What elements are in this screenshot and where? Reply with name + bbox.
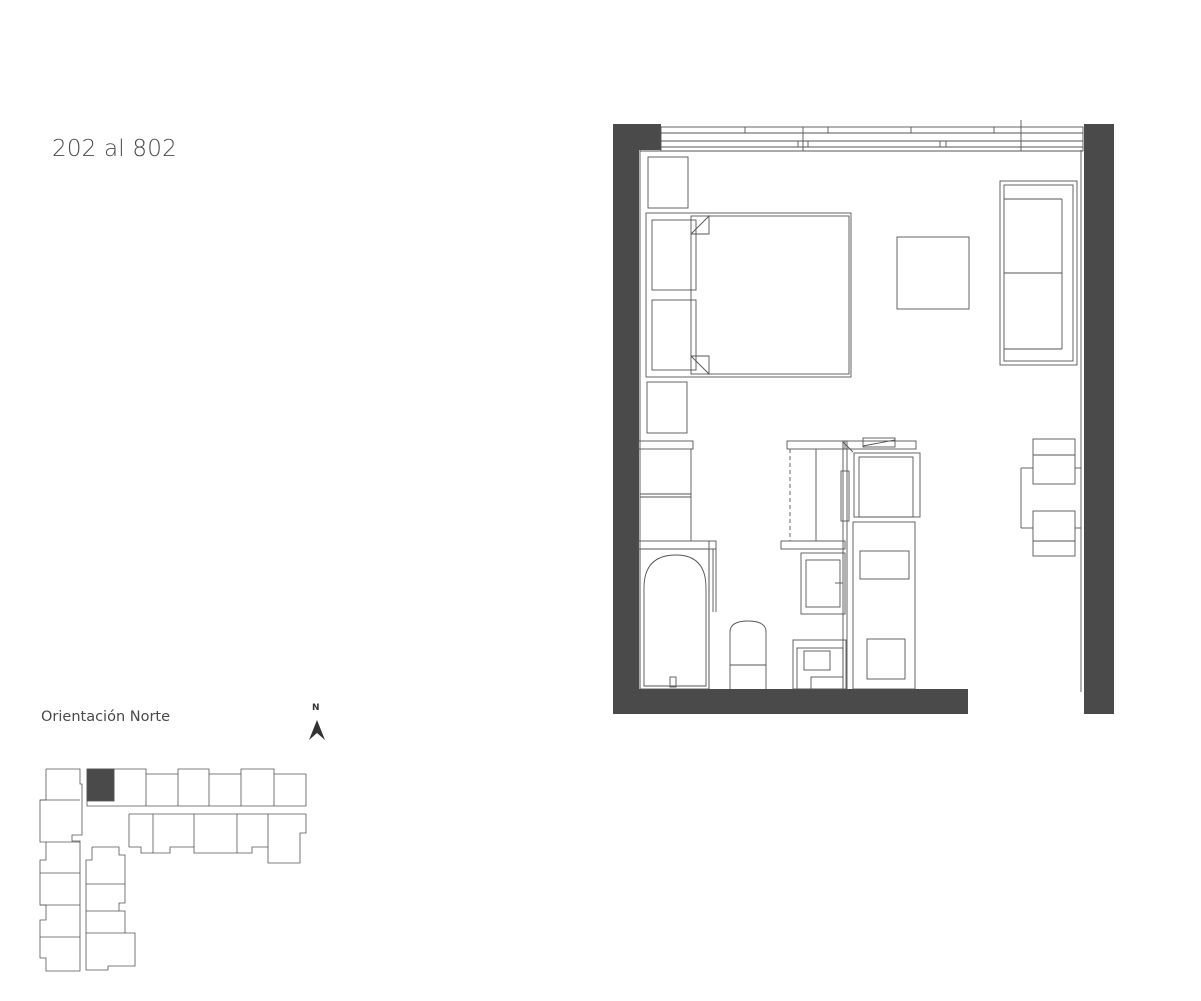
highlighted-unit [86, 768, 115, 802]
nightstand-bottom [646, 381, 688, 434]
bed-frame [645, 212, 852, 378]
nightstand-top [647, 156, 689, 209]
wall-right [1084, 124, 1114, 714]
north-letter: N [312, 703, 320, 713]
key-plan [39, 768, 307, 972]
bed-mattress [690, 215, 850, 375]
coffee-table [896, 236, 970, 310]
wall-top-left [613, 124, 661, 150]
north-arrow-icon [309, 720, 325, 740]
wall-left [613, 124, 639, 714]
unit-title: 202 al 802 [52, 136, 177, 162]
chairs [1020, 438, 1081, 557]
bathtub [639, 548, 710, 690]
sofa [999, 180, 1078, 366]
bathroom-walls [637, 440, 848, 689]
closet [637, 440, 694, 541]
kitchen-sink [866, 638, 906, 680]
fridge [853, 452, 921, 518]
top-window [660, 120, 1084, 152]
walls [613, 124, 1114, 714]
counter [852, 521, 916, 690]
kitchen [840, 437, 921, 690]
bed-area [645, 156, 852, 434]
orientation-label: Orientación Norte [41, 709, 171, 725]
pillow-bottom [651, 299, 697, 371]
stove [859, 550, 910, 580]
washer [792, 639, 847, 690]
toilet [729, 620, 767, 689]
wall-bottom [613, 689, 968, 714]
sink [800, 552, 846, 615]
pillow-top [651, 219, 697, 291]
